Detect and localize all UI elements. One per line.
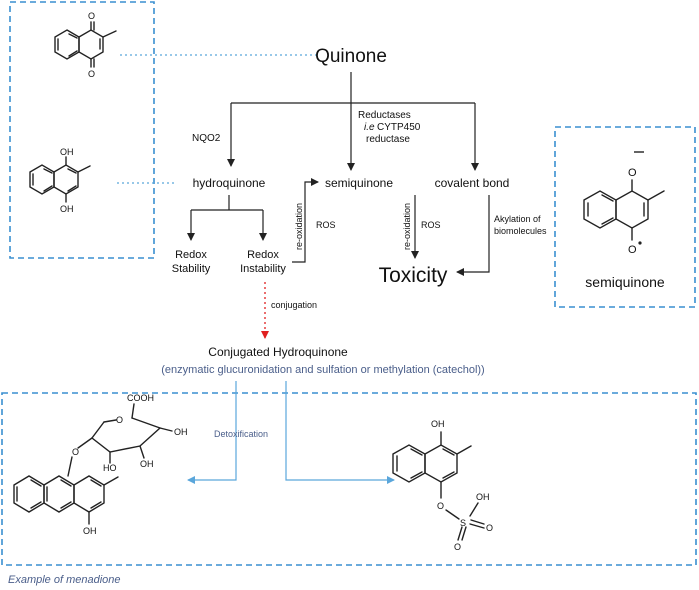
semiquinone-node: semiquinone [325, 176, 393, 190]
glucuronide-ho: HO [103, 463, 117, 473]
covalent-bond-node: covalent bond [435, 176, 510, 190]
sulfate-oxygen-right: O [486, 523, 493, 533]
redox-instability-line1: Redox [247, 249, 279, 261]
semiquinone-oxygen-bottom: O [628, 244, 637, 256]
akylation-label-line1: Akylation of [494, 214, 541, 224]
nqo2-label: NQO2 [192, 133, 221, 144]
glucuronide-oh-mid: OH [140, 459, 154, 469]
conjugated-hydroquinone-node: Conjugated Hydroquinone [208, 345, 348, 359]
covalent-to-toxicity-arrow [456, 195, 490, 276]
quinone-oxygen-bottom: O [88, 69, 95, 79]
sulfate-link-oxygen: O [437, 501, 444, 511]
conjugates-box [1, 392, 697, 566]
sulfate-sulfur: S [460, 518, 466, 528]
to-sulfate-arrow [285, 381, 395, 484]
hydroquinone-oh-top: OH [60, 147, 74, 157]
toxicity-node: Toxicity [379, 264, 448, 287]
conjugation-note: (enzymatic glucuronidation and sulfation… [161, 364, 484, 376]
reductases-suffix-label: reductase [366, 134, 410, 145]
hydroquinone-structure [29, 156, 91, 203]
semiquinone-structure [583, 179, 665, 241]
reoxidation-label-right: re-oxidation [402, 203, 412, 250]
quinone-node: Quinone [315, 46, 387, 67]
radical-dot-icon [638, 241, 642, 245]
akylation-label-line2: biomolecules [494, 226, 547, 236]
sulfate-structure [392, 431, 485, 541]
reductases-enzyme-label: CYTP450 [377, 122, 421, 133]
redox-stability-line1: Redox [175, 249, 207, 261]
semiquinone-structure-label: semiquinone [585, 274, 665, 290]
hydroquinone-node: hydroquinone [193, 176, 266, 190]
glucuronide-oh-right: OH [174, 427, 188, 437]
quinone-oxygen-top: O [88, 11, 95, 21]
sulfate-oxygen-bottom: O [454, 542, 461, 552]
glucuronide-structure [13, 403, 173, 525]
glucuronide-oh-bottom: OH [83, 526, 97, 536]
figure-caption: Example of menadione [8, 574, 121, 586]
semiquinone-structure-box [554, 126, 696, 308]
reductases-example-label: i.e [364, 122, 375, 133]
reductases-label: Reductases [358, 110, 411, 121]
quinone-structure [54, 21, 117, 68]
glucuronide-cooh: COOH [127, 393, 154, 403]
conjugation-label: conjugation [271, 300, 317, 310]
ros-label-right: ROS [421, 220, 441, 230]
reoxidation-loop-arrow [292, 178, 319, 263]
to-glucuronide-arrow [187, 381, 237, 484]
glucuronide-link-oxygen: O [72, 447, 79, 457]
detoxification-label: Detoxification [214, 429, 268, 439]
structures-box-left [9, 1, 155, 259]
sulfate-oh-top: OH [431, 419, 445, 429]
redox-instability-line2: Instability [240, 263, 286, 275]
sulfate-oh: OH [476, 492, 490, 502]
hydroquinone-oh-bottom: OH [60, 204, 74, 214]
semiquinone-oxygen-top: O [628, 167, 637, 179]
redox-stability-line2: Stability [172, 263, 211, 275]
reoxidation-label-left: re-oxidation [294, 203, 304, 250]
ros-label-left: ROS [316, 220, 336, 230]
glucuronide-ring-oxygen: O [116, 415, 123, 425]
